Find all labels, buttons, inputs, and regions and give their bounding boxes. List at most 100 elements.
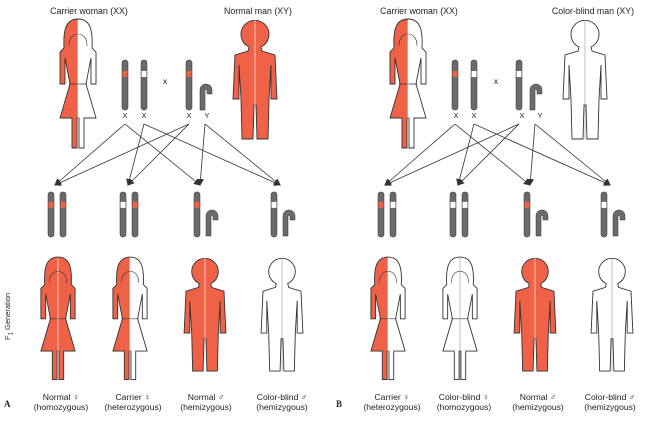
panel-b-arrow-5 <box>384 123 520 186</box>
panel-a-chr-label-2: X <box>141 111 147 120</box>
panel-a-offspring-3-line2: (hemizygous) <box>180 402 232 412</box>
chromosome-band <box>516 71 522 77</box>
panel-b-offspring-2-line2: (homozygous) <box>436 402 492 412</box>
panel-a-offspring-4-line1: Color-blind ♂ <box>256 392 308 402</box>
panel-a-offspring-1-figure <box>40 256 76 381</box>
chromosome-band <box>471 71 477 77</box>
panel-a-offspring-2-chr-2 <box>131 191 139 238</box>
panel-b-offspring-3-line2: (hemizygous) <box>512 402 564 412</box>
y-chromosome <box>199 83 213 111</box>
panel-b-offspring-4-line2: (hemizygous) <box>584 402 636 412</box>
panel-b-arrow-1 <box>384 123 456 186</box>
panel-b-father-title: Color-blind man (XY) <box>551 6 635 16</box>
chromosome-body <box>119 191 127 238</box>
panel-a-offspring-4-label: Color-blind ♂ (hemizygous) <box>242 392 322 412</box>
chromosome-body <box>449 191 457 238</box>
panel-a-offspring-1-label: Normal ♀ (homozygous) <box>21 392 101 412</box>
panel-b-offspring-2-chr-2 <box>461 191 469 238</box>
panel-a-letter: A <box>4 399 11 409</box>
panel-b-mother-title: Carrier woman (XX) <box>380 6 458 16</box>
panel-b-arrow-8 <box>534 123 611 186</box>
chromosome-body <box>185 59 193 111</box>
panel-a-offspring-2-chr-1 <box>119 191 127 238</box>
panel-a-chr-label-4: Y <box>204 111 210 120</box>
panel-b-offspring-1-chr-2 <box>389 191 397 238</box>
body-half-fill <box>112 257 130 380</box>
panel-b-chr-label-4: Y <box>537 111 543 120</box>
panel-a-father-chr-x <box>185 59 193 111</box>
panel-a-cross-symbol: x <box>162 76 168 86</box>
chromosome-band <box>122 71 128 77</box>
panel-b-chr-label-2: X <box>471 111 477 120</box>
chromosome-band <box>524 201 530 208</box>
panel-a-offspring-2-figure <box>112 256 148 381</box>
panel-a-offspring-1-chr-2 <box>59 191 67 238</box>
panel-b-arrow-3 <box>456 123 475 186</box>
panel-a-offspring-4-figure <box>260 257 304 372</box>
panel-a-mother-chr-x1 <box>121 59 129 111</box>
panel-b-offspring-3-figure <box>513 257 557 372</box>
chromosome-band <box>601 201 607 208</box>
panel-b-offspring-2-chr-1 <box>449 191 457 238</box>
panel-a-offspring-2-line2: (heterozygous) <box>104 402 162 412</box>
generation-label: F1 Generation <box>3 293 15 340</box>
panel-b-offspring-2-label: Color-blind ♀ (homozygous) <box>424 392 504 412</box>
chromosome-body <box>600 191 608 238</box>
panel-a-offspring-3-label: Normal ♂ (hemizygous) <box>166 392 246 412</box>
panel-a-father-title: Normal man (XY) <box>224 6 292 16</box>
panel-b-offspring-4-line1: Color-blind ♂ <box>584 392 636 402</box>
chromosome-body <box>523 191 531 238</box>
panel-b-offspring-1-line1: Carrier ♀ <box>374 392 410 402</box>
panel-a-offspring-1-line1: Normal ♀ <box>42 392 80 402</box>
panel-b-offspring-4-figure <box>590 257 634 372</box>
y-chromosome <box>535 209 549 237</box>
generation-label-text: Generation <box>3 292 12 333</box>
panel-b-arrow-2 <box>454 123 531 186</box>
panel-b-offspring-4-chr-x <box>600 191 608 238</box>
chromosome-band <box>48 201 54 208</box>
y-chromosome <box>612 209 626 237</box>
panel-a-offspring-2-line1: Carrier ♀ <box>115 392 151 402</box>
panel-b-offspring-1-label: Carrier ♀ (heterozygous) <box>352 392 432 412</box>
panel-b-offspring-3-line1: Normal ♂ <box>519 392 557 402</box>
panel-a-offspring-2-label: Carrier ♀ (heterozygous) <box>93 392 173 412</box>
panel-a-father-figure <box>232 19 278 140</box>
chromosome-band <box>450 201 456 208</box>
panel-a-offspring-4-chr-y <box>282 209 296 237</box>
chromosome-body <box>451 59 459 111</box>
chromosome-body <box>193 191 201 238</box>
chromosome-band <box>141 71 147 77</box>
panel-b-cross-symbol: x <box>493 76 499 86</box>
y-chromosome <box>205 209 219 237</box>
panel-a-offspring-3-figure <box>183 257 227 372</box>
y-chromosome <box>529 83 543 111</box>
panel-b-father-chr-x <box>515 59 523 111</box>
panel-b-offspring-3-chr-y <box>535 209 549 237</box>
body-half-fill <box>390 19 408 148</box>
panel-b-arrow-7 <box>527 123 536 186</box>
panel-a-father-chr-y <box>199 83 213 111</box>
chromosome-band <box>378 201 384 208</box>
chromosome-band <box>120 201 126 208</box>
chromosome-band <box>132 201 138 208</box>
panel-b-offspring-2-line1: Color-blind ♀ <box>438 392 490 402</box>
chromosome-body <box>47 191 55 238</box>
chromosome-body <box>140 59 148 111</box>
panel-a-arrow-6 <box>127 123 190 186</box>
panel-b-letter: B <box>336 399 343 409</box>
chromosome-band <box>194 201 200 208</box>
chromosome-band <box>452 71 458 77</box>
chromosome-body <box>389 191 397 238</box>
chromosome-body <box>270 191 278 238</box>
panel-b-offspring-4-chr-y <box>612 209 626 237</box>
chromosome-band <box>390 201 396 208</box>
panel-a-mother-figure <box>59 18 97 149</box>
panel-a-mother-chr-x2 <box>140 59 148 111</box>
panel-b-mother-chr-x1 <box>451 59 459 111</box>
chromosome-body <box>470 59 478 111</box>
body-half-fill <box>370 257 388 380</box>
body-outline <box>370 256 406 381</box>
panel-b-offspring-3-label: Normal ♂ (hemizygous) <box>498 392 578 412</box>
chromosome-body <box>121 59 129 111</box>
